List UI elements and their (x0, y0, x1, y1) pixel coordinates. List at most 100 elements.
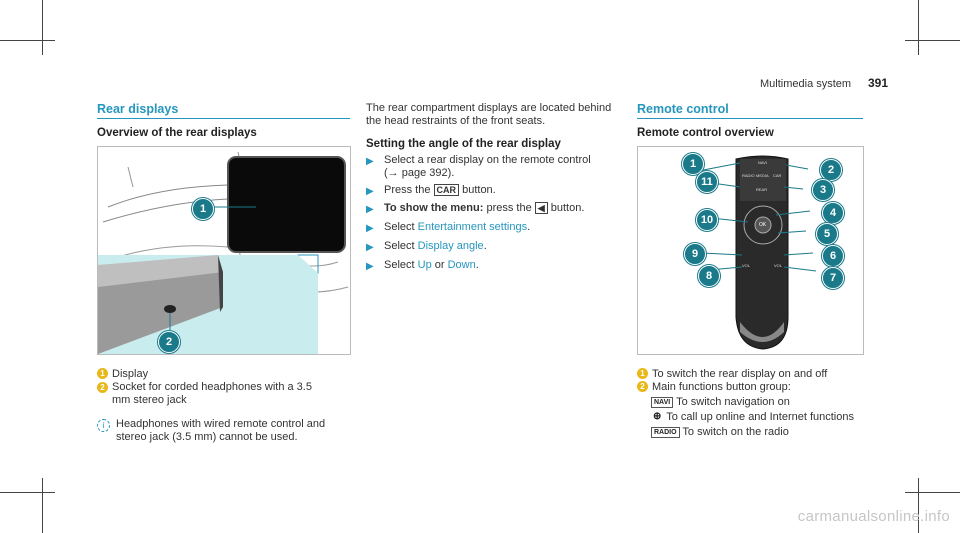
step-text: Select (384, 259, 415, 271)
callout-2: 2 (820, 159, 842, 181)
callout-2: 2 (158, 331, 180, 353)
callout-6: 6 (822, 245, 844, 267)
remote-label: NAVI (758, 160, 768, 165)
rear-displays-note: i Headphones with wired remote control a… (97, 418, 352, 444)
navi-key-icon: NAVI (651, 397, 674, 408)
remote-overview-title: Remote control overview (637, 127, 774, 139)
step-arrow-icon: ▶ (366, 204, 374, 215)
step-text: Select a rear display on the remote cont… (384, 154, 591, 166)
step-bold-text: To show the menu: (384, 202, 484, 214)
step-arrow-icon: ▶ (366, 242, 374, 253)
legend-number: 1 (637, 368, 648, 379)
crop-mark (0, 40, 55, 41)
legend-item: 2 Socket for corded headphones with a 3.5… (97, 381, 352, 407)
legend-item: 1 To switch the rear display on and off (637, 368, 897, 381)
step-select-display: ▶ Select a rear display on the remote co… (366, 154, 591, 179)
rear-displays-overview-title: Overview of the rear displays (97, 127, 257, 139)
remote-label: VOL (774, 263, 783, 268)
rear-displays-title: Rear displays (97, 102, 179, 116)
step-text: Select (384, 221, 415, 233)
remote-label: VOL (742, 263, 751, 268)
radio-key-icon: RADIO (651, 427, 680, 438)
callout-7: 7 (822, 267, 844, 289)
step-press-car: ▶ Press the CAR button. (366, 184, 634, 197)
callout-3: 3 (812, 179, 834, 201)
step-text: or (434, 259, 445, 271)
step-text: button. (550, 202, 585, 214)
rear-displays-legend: 1 Display 2 Socket for corded headphones w… (97, 368, 352, 407)
step-entertainment: ▶ Select Entertainment settings. (366, 221, 634, 234)
remote-ok-label: OK (759, 222, 767, 228)
step-up-down: ▶ Select Up or Down. (366, 259, 634, 272)
online-key-icon: ⊕ (653, 411, 662, 422)
crop-mark (42, 0, 43, 55)
section-rule (97, 118, 350, 119)
back-key-icon: ◀ (534, 202, 548, 214)
function-text: To switch navigation on (676, 396, 790, 408)
function-item: RADIO To switch on the radio (637, 426, 897, 439)
step-text: . (527, 221, 531, 233)
legend-item: 2 Main functions button group: (637, 381, 897, 394)
step-text: Select (384, 240, 415, 252)
remote-label: RADIO (742, 173, 755, 178)
step-arrow-icon: ▶ (366, 223, 374, 234)
function-text: To switch on the radio (682, 426, 789, 438)
callout-5: 5 (816, 223, 838, 245)
remote-control-title: Remote control (637, 102, 729, 116)
step-text: . (483, 240, 487, 252)
crop-mark (0, 492, 55, 493)
car-key-icon: CAR (433, 184, 460, 196)
function-item: ⊕ To call up online and Internet functio… (637, 411, 897, 424)
crop-mark (905, 40, 960, 41)
section-name: Multimedia system (760, 78, 852, 90)
page-number: 391 (868, 76, 889, 90)
step-arrow-icon: ▶ (366, 186, 374, 197)
callout-1: 1 (192, 198, 214, 220)
crop-mark (918, 478, 919, 533)
legend-number: 2 (97, 382, 108, 393)
rear-display-illustration (98, 151, 349, 354)
running-header: Multimedia system (760, 78, 851, 91)
remote-legend: 1 To switch the rear display on and off 2… (637, 368, 897, 439)
remote-control-figure: NAVI RADIO MEDIA CAR REAR OK VOL VOL 1 2… (637, 146, 864, 355)
legend-text: Display (112, 368, 149, 380)
note-text: Headphones with wired remote control and… (116, 418, 326, 443)
callout-11: 11 (696, 171, 718, 193)
legend-number: 2 (637, 381, 648, 392)
up-option: Up (417, 259, 432, 271)
callout-9: 9 (684, 243, 706, 265)
callout-10: 10 (696, 209, 718, 231)
function-item: NAVI To switch navigation on (637, 396, 897, 409)
rear-display-figure: 1 2 (97, 146, 351, 355)
legend-number: 1 (97, 368, 108, 379)
setting-angle-title: Setting the angle of the rear display (366, 138, 561, 150)
callout-1: 1 (682, 153, 704, 175)
crop-mark (918, 0, 919, 55)
remote-label: REAR (756, 187, 768, 192)
function-text: To call up online and Internet functions (666, 411, 854, 423)
step-show-menu: ▶ To show the menu: press the ◀ button. (366, 202, 634, 215)
legend-item: 1 Display (97, 368, 352, 381)
step-text: Press the (384, 184, 431, 196)
callout-4: 4 (822, 202, 844, 224)
remote-label: MEDIA (756, 173, 769, 178)
page-reference-link[interactable]: page 392 (401, 167, 448, 179)
display-angle-menu-item: Display angle (417, 240, 484, 252)
remote-label: CAR (773, 173, 782, 178)
step-display-angle: ▶ Select Display angle. (366, 240, 634, 253)
rear-display-intro: The rear compartment displays are locate… (366, 102, 612, 127)
step-text: button. (462, 184, 496, 196)
watermark: carmanualsonline.info (797, 508, 950, 525)
step-text: press the (486, 202, 532, 214)
callout-8: 8 (698, 265, 720, 287)
info-icon: i (97, 419, 110, 432)
legend-text: Socket for corded headphones with a 3.5 … (112, 381, 312, 406)
legend-text: Main functions button group: (652, 381, 791, 393)
section-rule (637, 118, 863, 119)
legend-text: To switch the rear display on and off (652, 368, 828, 380)
crop-mark (905, 492, 960, 493)
down-option: Down (447, 259, 476, 271)
entertainment-settings-menu-item: Entertainment settings (417, 221, 528, 233)
step-arrow-icon: ▶ (366, 156, 374, 167)
remote-control-illustration (697, 155, 817, 350)
